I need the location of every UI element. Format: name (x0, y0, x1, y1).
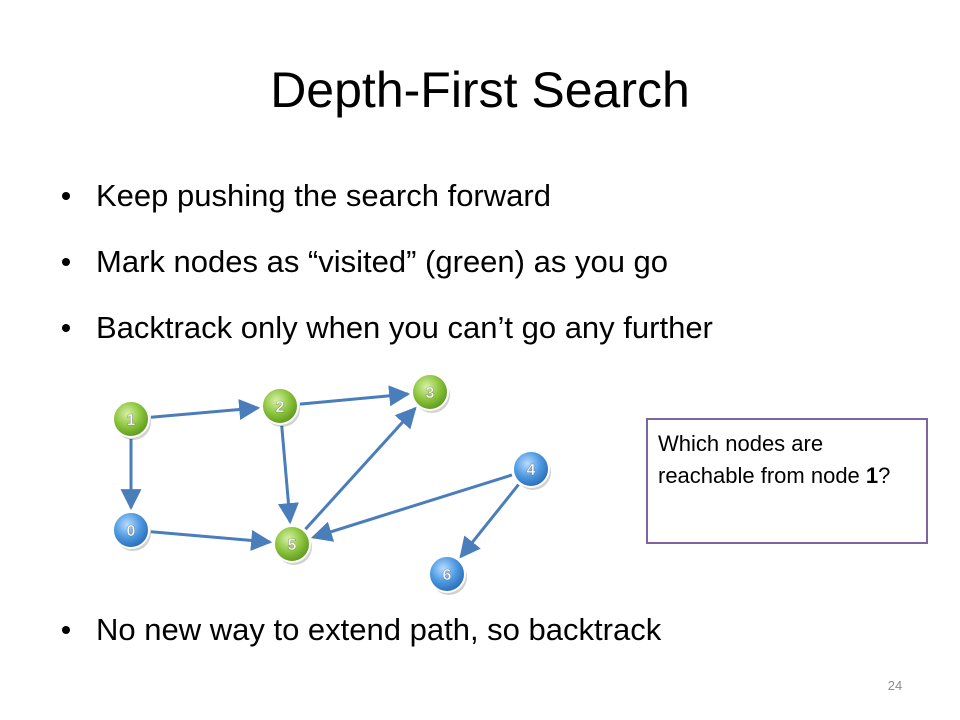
slide-number: 24 (887, 678, 903, 693)
node-label: 3 (426, 385, 435, 402)
bullet-text: Backtrack only when you can’t go any fur… (96, 310, 713, 345)
node-label: 2 (276, 399, 285, 416)
node-0: 0 (112, 511, 151, 551)
bullet-dot-icon (62, 192, 70, 200)
callout-text-end: ? (878, 463, 891, 488)
bullet-text: No new way to extend path, so backtrack (96, 612, 662, 647)
bullet-dot-icon (62, 324, 70, 332)
bullet-item: No new way to extend path, so backtrack (56, 610, 661, 650)
edge-4-to-6 (459, 483, 520, 559)
node-circle-visited (112, 400, 150, 438)
question-callout: Which nodes are reachable from node 1? (646, 418, 928, 544)
bullet-text: Mark nodes as “visited” (green) as you g… (96, 244, 669, 279)
edge-2-to-3 (299, 385, 411, 407)
callout-text: Which nodes are reachable from node (658, 431, 866, 488)
node-label: 4 (527, 462, 536, 479)
bullet-text: Keep pushing the search forward (96, 178, 551, 213)
bullet-dot-icon (62, 258, 70, 266)
node-label: 1 (127, 412, 136, 429)
node-circle-unvisited (112, 511, 150, 549)
node-circle-unvisited (512, 450, 550, 488)
slide-title: Depth-First Search (270, 62, 690, 118)
node-4: 4 (512, 450, 551, 490)
graph-nodes: 1 2 3 0 5 4 6 (112, 373, 551, 595)
node-6: 6 (428, 555, 467, 595)
bullet-list: Keep pushing the search forward Mark nod… (56, 176, 713, 374)
final-bullet-list: No new way to extend path, so backtrack (56, 610, 661, 650)
node-3: 3 (411, 373, 450, 413)
node-1: 1 (112, 400, 151, 440)
node-label: 5 (288, 537, 297, 554)
node-label: 6 (443, 567, 452, 584)
node-circle-unvisited (428, 555, 466, 593)
bullet-item: Backtrack only when you can’t go any fur… (56, 308, 713, 348)
node-label: 0 (127, 523, 136, 540)
node-circle-visited (261, 387, 299, 425)
node-circle-visited (273, 525, 311, 563)
node-5: 5 (273, 525, 312, 565)
edge-2-to-5 (277, 425, 299, 525)
node-2: 2 (261, 387, 300, 427)
node-circle-visited (411, 373, 449, 411)
bullet-item: Keep pushing the search forward (56, 176, 713, 216)
callout-node-ref: 1 (865, 463, 879, 488)
edge-4-to-5 (310, 473, 513, 542)
graph-edges (120, 385, 520, 559)
edge-0-to-5 (150, 529, 273, 551)
bullet-dot-icon (62, 626, 70, 634)
edge-5-to-3 (304, 406, 417, 531)
bullet-item: Mark nodes as “visited” (green) as you g… (56, 242, 713, 282)
edge-1-to-2 (150, 399, 261, 421)
